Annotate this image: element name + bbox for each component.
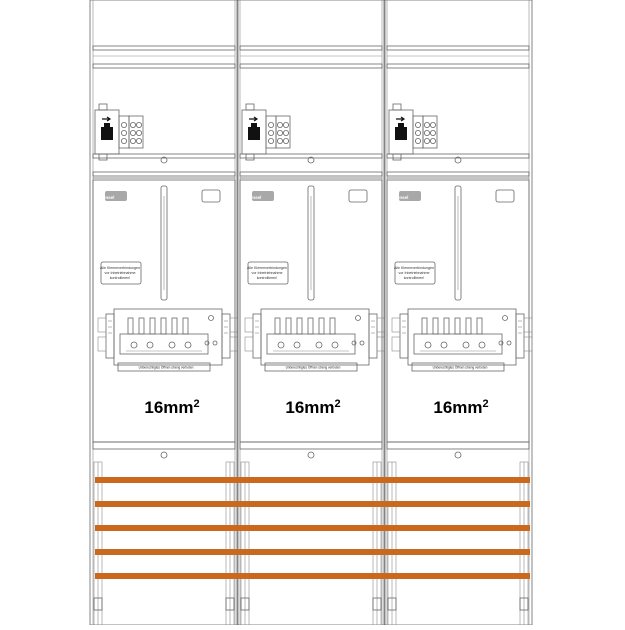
busbar-1 [95,477,530,483]
terminal-notice: Unberechtigtes Öffnen streng verboten [433,366,488,370]
brand-logo: Hensel [247,195,262,200]
warning-label-line-3: kontrollieren! [110,276,131,280]
meter-column-1 [89,0,239,626]
columns-layer [89,0,533,626]
cable-rating-label: 16mm2 [144,398,199,417]
meter-column-2 [236,0,386,626]
warning-label-line-1: Alle Klemmverbindungen [100,266,140,270]
brand-logo: Hensel [394,195,409,200]
column-3-labels: Hensel Alle Klemmverbindungen vor Inbetr… [394,195,489,417]
warning-label-line-3: kontrollieren! [404,276,425,280]
cable-rating-label: 16mm2 [433,398,488,417]
terminal-notice: Unberechtigtes Öffnen streng verboten [286,366,341,370]
brand-logo: Hensel [100,195,115,200]
busbar-2 [95,501,530,507]
busbar-5 [95,573,530,579]
warning-label-line-3: kontrollieren! [257,276,278,280]
terminal-notice: Unberechtigtes Öffnen streng verboten [139,366,194,370]
warning-label-line-1: Alle Klemmverbindungen [247,266,287,270]
warning-label-line-2: vor Inbetriebnahme [399,271,430,275]
column-2-labels: Hensel Alle Klemmverbindungen vor Inbetr… [247,195,341,417]
busbar-layer [95,477,530,579]
warning-label-line-1: Alle Klemmverbindungen [394,266,434,270]
column-1-labels: Hensel Alle Klemmverbindungen vor Inbetr… [100,195,200,417]
busbar-4 [95,549,530,555]
warning-label-line-2: vor Inbetriebnahme [105,271,136,275]
warning-label-line-2: vor Inbetriebnahme [252,271,283,275]
cable-rating-label: 16mm2 [285,398,340,417]
meter-column-3 [383,0,533,626]
busbar-3 [95,525,530,531]
